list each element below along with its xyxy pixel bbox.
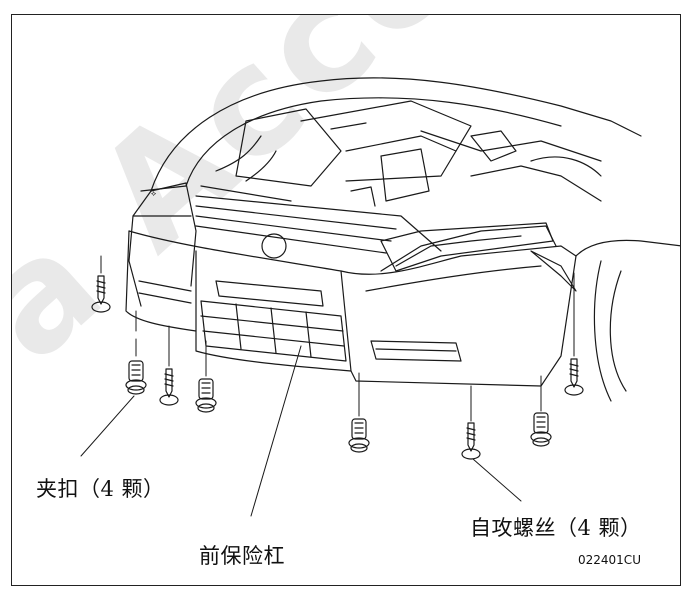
bumper-label: 前保险杠 [199,544,285,568]
bumper-diagram: ⟡ [80,77,680,517]
clip-label: 夹扣（4 颗） [36,477,165,501]
clip-fastener [195,378,217,413]
tapping-screw [159,368,179,406]
right-wheel-arch [575,239,680,402]
clip-fastener [125,360,147,395]
tapping-screw [461,422,481,460]
engine-bay [150,77,642,207]
tapping-screw [91,275,111,313]
diagram-frame: a Access [11,14,681,586]
callout-leaders [80,345,522,517]
tapping-screw [564,358,584,396]
svg-text:⟡: ⟡ [151,189,157,198]
lower-grille [200,280,347,362]
left-fender [128,182,197,307]
clip-fastener [348,418,370,453]
screw-label: 自攻螺丝（4 颗） [470,516,642,540]
grille [195,185,442,259]
figure-code: 022401CU [578,553,641,567]
bumper-body [125,222,577,387]
fastener-markers: ⟡ [100,189,575,422]
clip-fastener [530,412,552,447]
